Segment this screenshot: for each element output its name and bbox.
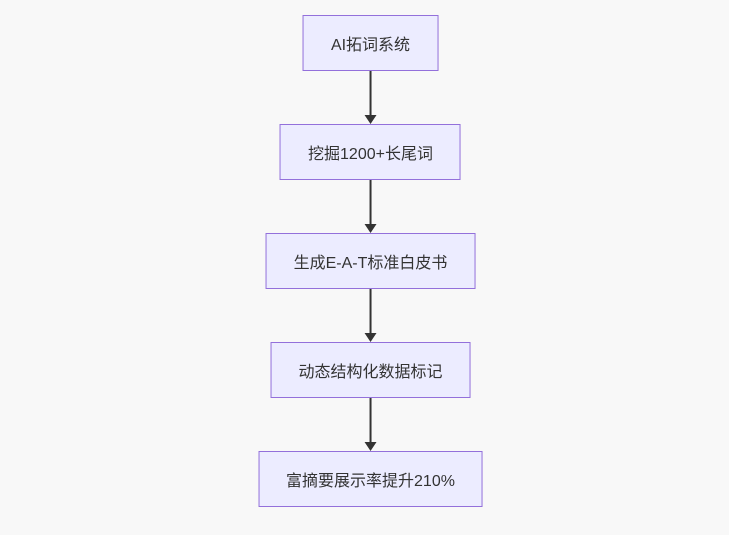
edge-line xyxy=(369,398,372,442)
arrowhead-down-icon xyxy=(364,115,377,124)
arrowhead-down-icon xyxy=(364,442,377,451)
edge-line xyxy=(369,71,372,115)
arrowhead-down-icon xyxy=(364,333,377,342)
arrowhead-down-icon xyxy=(364,224,377,233)
flow-node-eat-whitepaper: 生成E-A-T标准白皮书 xyxy=(265,233,476,289)
flow-edge-2 xyxy=(364,180,377,233)
flow-edge-4 xyxy=(364,398,377,451)
flow-node-ai-keyword-system: AI拓词系统 xyxy=(302,15,439,71)
flow-edge-1 xyxy=(364,71,377,124)
edge-line xyxy=(369,180,372,224)
flow-node-rich-snippet-rate: 富摘要展示率提升210% xyxy=(258,451,483,507)
flow-node-longtail-mining: 挖掘1200+长尾词 xyxy=(280,124,461,180)
edge-line xyxy=(369,289,372,333)
flowchart: AI拓词系统 挖掘1200+长尾词 生成E-A-T标准白皮书 动态结构化数据标记… xyxy=(258,15,483,507)
flow-node-structured-data-markup: 动态结构化数据标记 xyxy=(270,342,471,398)
flow-edge-3 xyxy=(364,289,377,342)
